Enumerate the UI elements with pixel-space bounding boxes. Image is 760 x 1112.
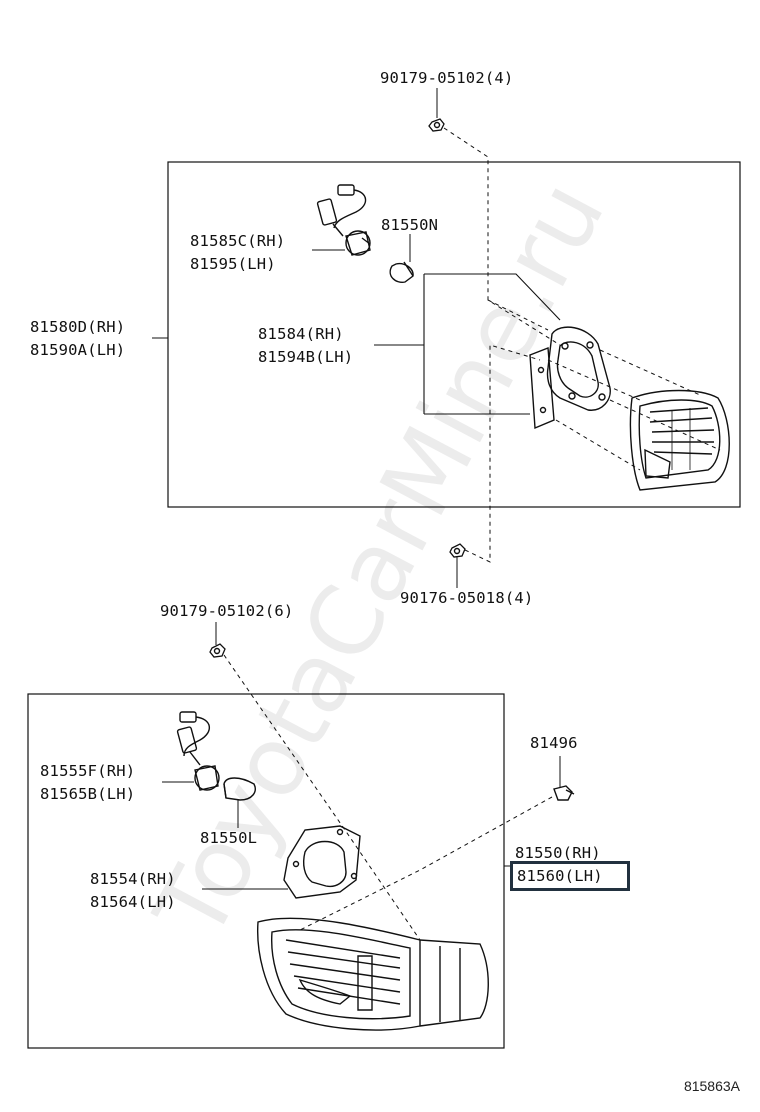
diagram-code: 815863A bbox=[683, 1078, 740, 1094]
bulb-upper-icon bbox=[389, 261, 414, 283]
screw-bottom-dash bbox=[464, 344, 541, 563]
label-lamp-lower-rh[interactable]: 81550(RH) bbox=[515, 844, 601, 862]
screw-lower-dash bbox=[223, 654, 421, 941]
lamp-lower-icon bbox=[257, 917, 489, 1031]
label-clip[interactable]: 81496 bbox=[530, 734, 578, 752]
label-bulb-lower[interactable]: 81550L bbox=[200, 829, 258, 847]
gasket-upper-icon bbox=[546, 326, 611, 411]
clip-icon bbox=[553, 785, 575, 801]
upper-assembly-frame bbox=[167, 161, 741, 508]
label-socket-upper-lh[interactable]: 81595(LH) bbox=[190, 255, 276, 273]
socket-lower-icon bbox=[176, 711, 220, 791]
selected-part-highlight bbox=[510, 861, 630, 891]
gasket-lower-icon bbox=[283, 825, 361, 899]
plate-upper-icon bbox=[529, 347, 555, 430]
label-screw-lower[interactable]: 90179-05102(6) bbox=[160, 602, 294, 620]
gasket-upper-bracket bbox=[374, 273, 561, 415]
label-socket-upper-rh[interactable]: 81585C(RH) bbox=[190, 232, 286, 250]
label-lamp-lower-lh[interactable]: 81560(LH) bbox=[517, 867, 603, 885]
label-gasket-lower-lh[interactable]: 81564(LH) bbox=[90, 893, 176, 911]
lamp-upper-icon bbox=[629, 389, 730, 491]
bulb-lower-icon bbox=[223, 777, 256, 801]
label-gasket-upper-rh[interactable]: 81584(RH) bbox=[258, 325, 344, 343]
label-gasket-lower-rh[interactable]: 81554(RH) bbox=[90, 870, 176, 888]
screw-bottom-icon bbox=[449, 543, 466, 558]
label-screw-top[interactable]: 90179-05102(4) bbox=[380, 69, 514, 87]
label-lamp-upper-lh[interactable]: 81590A(LH) bbox=[30, 341, 126, 359]
label-gasket-upper-lh[interactable]: 81594B(LH) bbox=[258, 348, 354, 366]
label-socket-lower-rh[interactable]: 81555F(RH) bbox=[40, 762, 136, 780]
label-bulb-upper[interactable]: 81550N bbox=[381, 216, 439, 234]
screw-lower-icon bbox=[209, 643, 226, 658]
clip-dash bbox=[299, 796, 553, 931]
screw-top-icon bbox=[428, 118, 445, 132]
label-screw-bottom[interactable]: 90176-05018(4) bbox=[400, 589, 534, 607]
projection-upper bbox=[487, 299, 721, 471]
screw-top-dash bbox=[443, 127, 561, 346]
label-lamp-upper-rh[interactable]: 81580D(RH) bbox=[30, 318, 126, 336]
socket-wire-icon bbox=[316, 184, 371, 256]
label-socket-lower-lh[interactable]: 81565B(LH) bbox=[40, 785, 136, 803]
lower-assembly-frame bbox=[27, 693, 505, 1049]
